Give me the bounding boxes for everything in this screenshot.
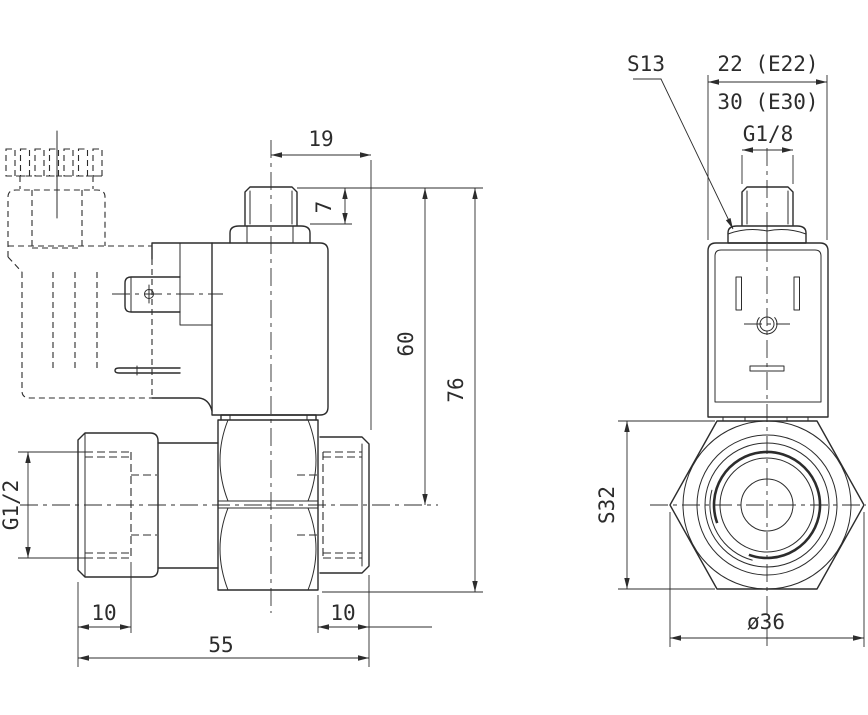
side-view-centerlines — [20, 140, 438, 613]
dim-label-7: 7 — [312, 201, 336, 214]
dim-label-10-outlet: 10 — [330, 601, 355, 625]
front-view-dimensions: S13 22 (E22) 30 (E30) G1/8 S32 ø36 — [595, 52, 865, 647]
earth-screw-tab-cap — [130, 276, 150, 313]
dim-label-g12: G1/2 — [0, 480, 23, 531]
coil-assembly-side — [114, 186, 329, 416]
dim-label-10-inlet: 10 — [91, 601, 116, 625]
coil-feet — [722, 416, 809, 422]
gland-rib — [92, 148, 103, 177]
dim-label-19: 19 — [308, 127, 333, 151]
top-port-front — [741, 186, 794, 226]
dim-label-22-e22: 22 (E22) — [717, 52, 818, 76]
coil-body-front — [707, 242, 829, 418]
thread-arc — [712, 450, 822, 560]
dim-label-g18: G1/8 — [743, 122, 794, 146]
coil-assembly-front — [707, 186, 829, 422]
mounting-plate-ticks — [229, 414, 308, 421]
gland-rib — [34, 148, 45, 177]
front-dimension-lines — [626, 81, 864, 639]
dim-label-s32: S32 — [595, 486, 619, 524]
thread-runout-arc — [709, 489, 753, 561]
coil-body-front-inner — [714, 249, 822, 403]
hidden-cable-connector — [5, 130, 153, 399]
gland-rib — [5, 148, 16, 177]
s13-leader-arrow — [725, 218, 733, 229]
hex-waist-lines — [217, 500, 319, 509]
outlet-port-boss — [319, 436, 370, 574]
interface-plate-detail — [179, 242, 213, 326]
side-view-dimensions: 19 7 60 76 G1/2 10 55 10 — [0, 127, 483, 667]
side-view: 19 7 60 76 G1/2 10 55 10 — [0, 127, 483, 667]
front-view-centerlines — [650, 148, 866, 650]
dim-label-60: 60 — [394, 331, 418, 356]
dim-label-55: 55 — [208, 633, 233, 657]
outlet-thread-hidden — [322, 451, 362, 559]
gland-rib — [77, 148, 89, 177]
coil-vent-slot-left — [735, 276, 742, 311]
pilot-bore-hidden — [131, 474, 319, 536]
dimension-lines — [27, 154, 476, 659]
gland-rib — [48, 148, 60, 177]
inlet-port-boss — [77, 432, 159, 578]
top-nut-side — [229, 225, 311, 244]
earth-screw-tab — [124, 276, 181, 313]
gland-base — [6, 175, 102, 189]
gland-rib — [63, 148, 74, 177]
front-arrowheads — [624, 79, 864, 641]
connector-lower-body — [7, 245, 153, 399]
front-extension-lines — [618, 75, 865, 647]
hex-body-side — [217, 419, 319, 591]
top-nut-facets — [246, 225, 294, 244]
coil-body-side — [211, 242, 329, 416]
hex-body-front — [669, 420, 865, 590]
inlet-neck — [157, 442, 219, 569]
top-port-front-detail — [746, 186, 789, 225]
hex-facet-arcs — [219, 419, 317, 591]
coil-vent-slot-right — [793, 276, 800, 311]
gland-rib — [19, 148, 31, 177]
dim-label-d36: ø36 — [747, 610, 785, 634]
dim-label-30-e30: 30 (E30) — [717, 90, 818, 114]
s13-leader-line — [633, 78, 734, 230]
spade-terminal — [114, 367, 181, 374]
connector-interface-plate — [151, 242, 213, 412]
mounting-plate-side — [220, 414, 317, 421]
valve-body-side — [77, 414, 370, 591]
extension-lines — [18, 160, 483, 667]
front-view: S13 22 (E22) 30 (E30) G1/8 S32 ø36 — [595, 52, 866, 650]
arrowheads — [25, 152, 478, 661]
label-s13: S13 — [627, 52, 665, 76]
dim-label-76: 76 — [444, 377, 468, 402]
